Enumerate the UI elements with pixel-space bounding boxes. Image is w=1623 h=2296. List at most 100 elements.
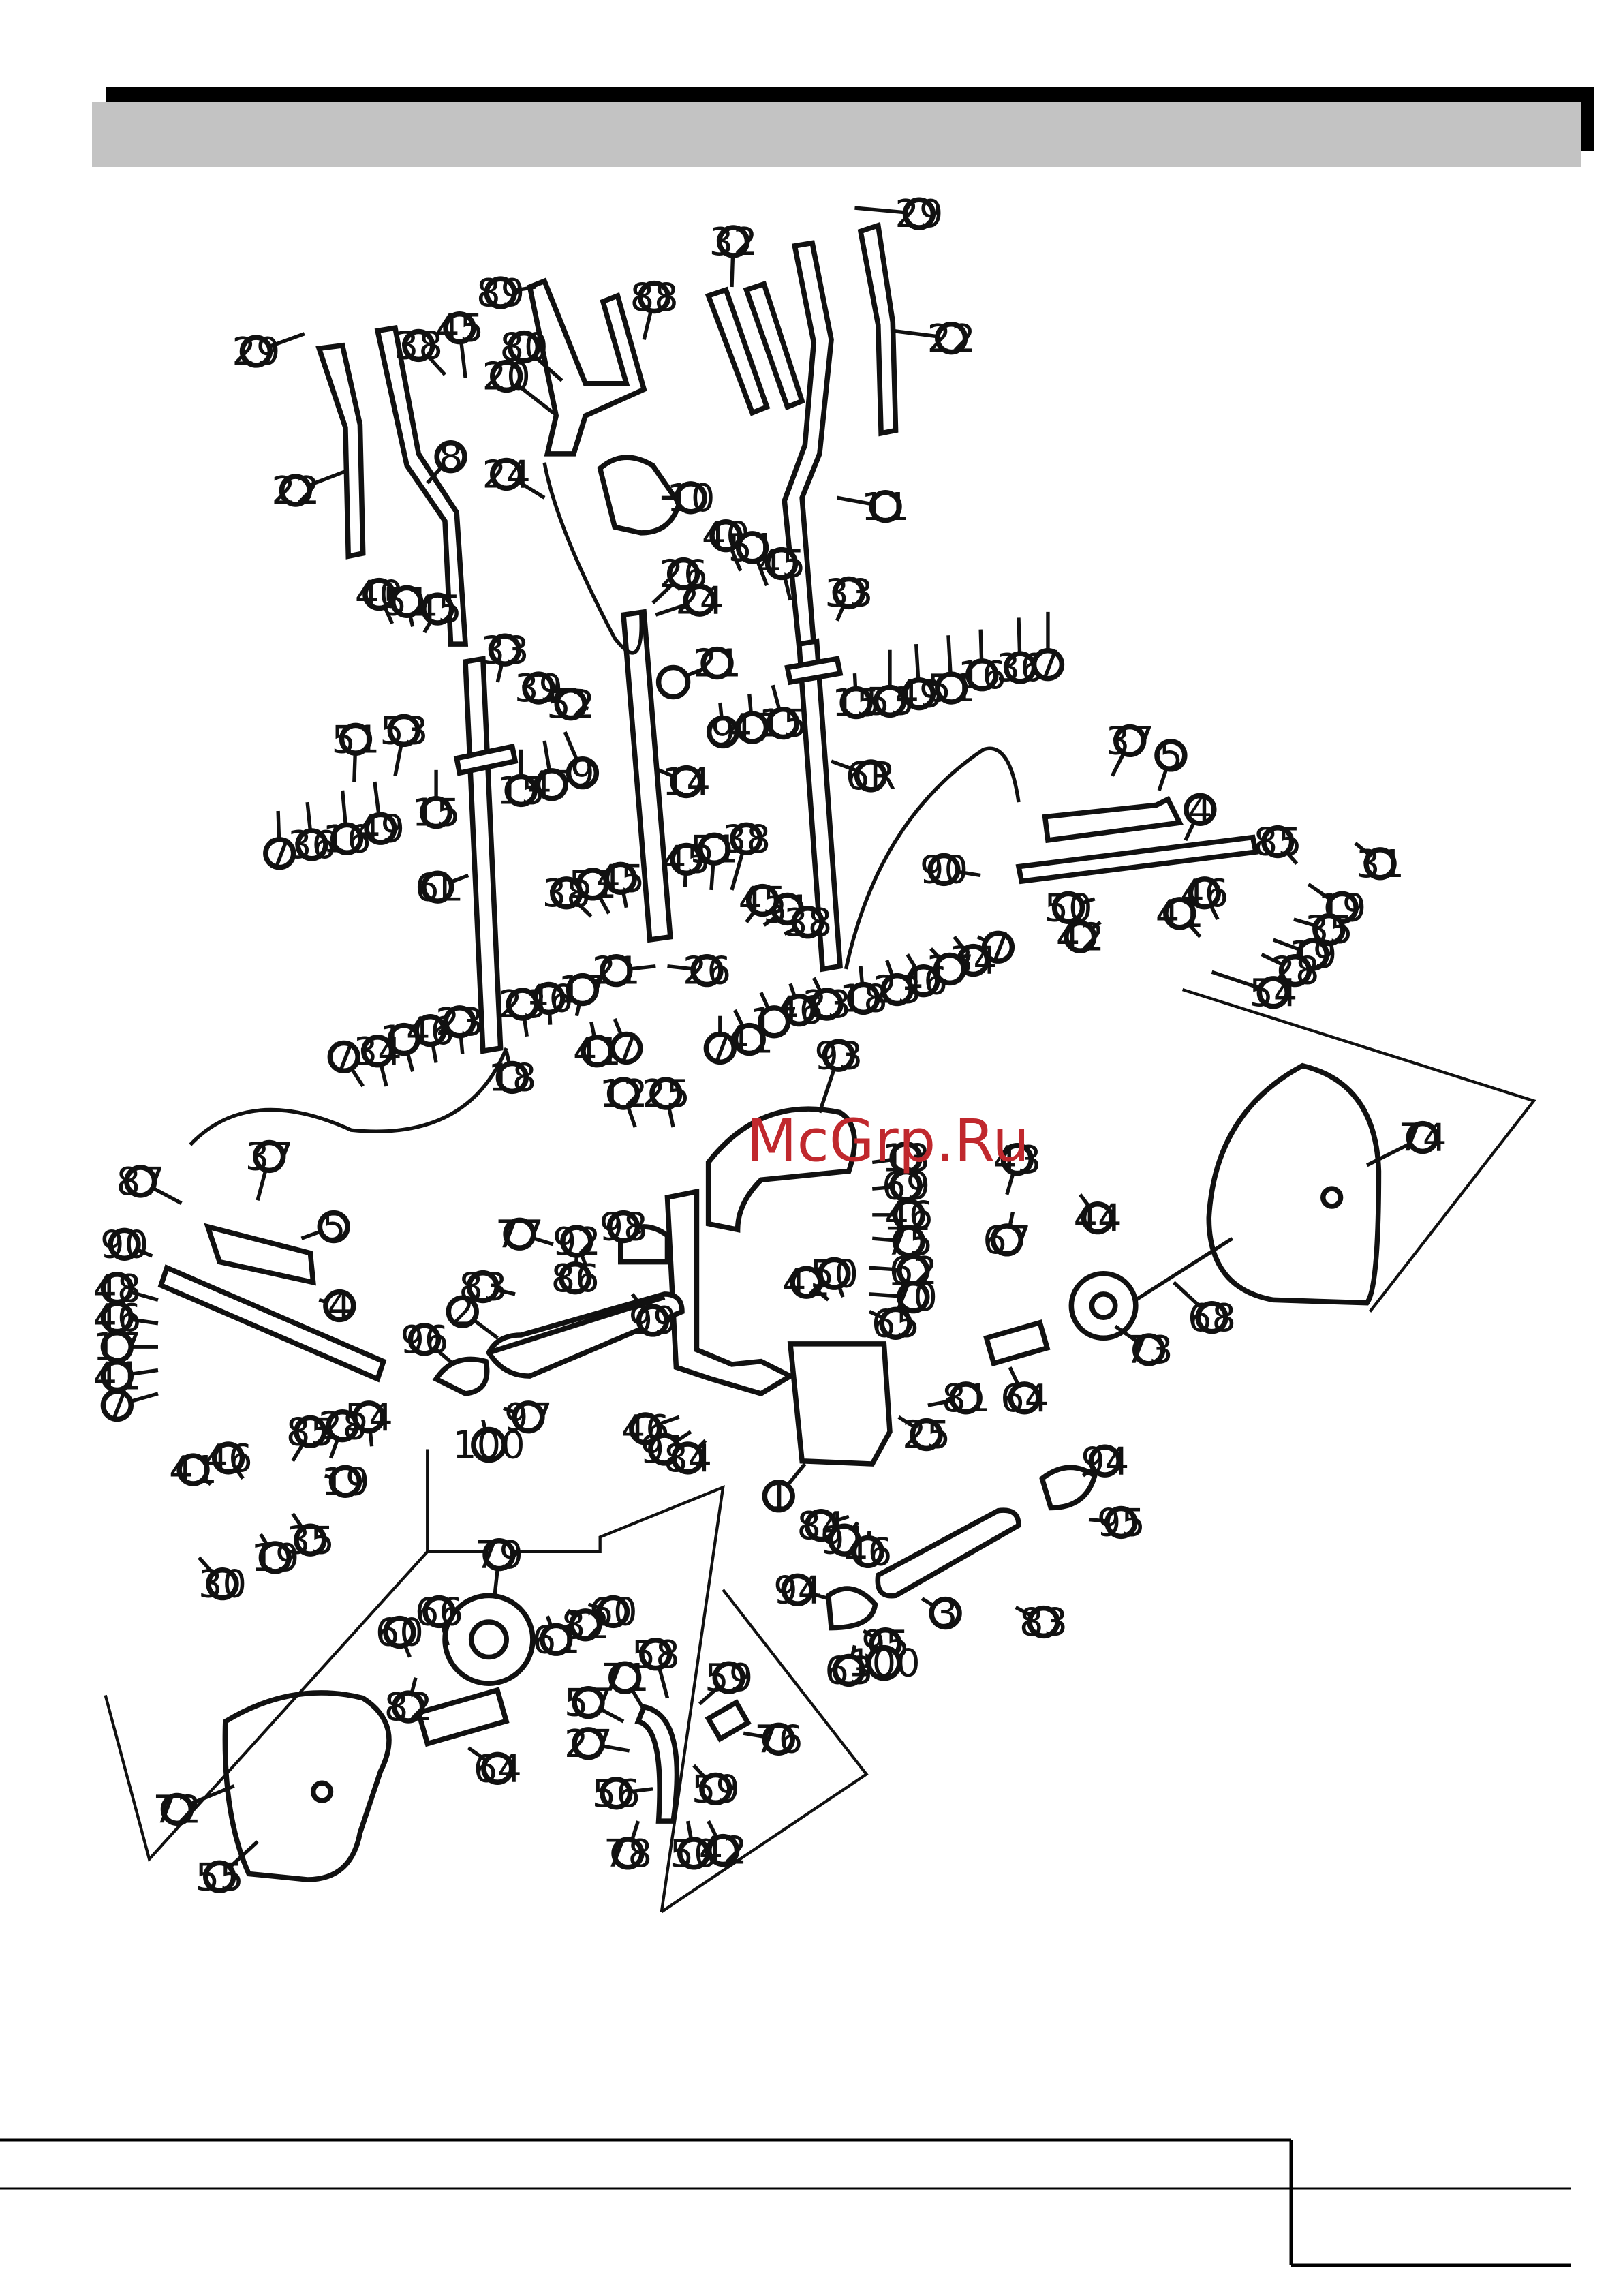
svg-text:45: 45: [435, 307, 484, 351]
callout-22: 22: [927, 317, 976, 361]
callout-44: 44: [1073, 1197, 1122, 1241]
callout-15: 15: [759, 702, 807, 746]
callout-18: 18: [839, 977, 888, 1022]
svg-text:29: 29: [232, 330, 280, 374]
callout-49: 49: [895, 673, 943, 717]
callout-89: 89: [476, 271, 525, 316]
callout-15: 15: [832, 682, 880, 726]
callout-23: 23: [498, 983, 546, 1027]
callout-leader: [129, 1290, 159, 1302]
callout-7: 7: [610, 1027, 643, 1071]
svg-text:42: 42: [699, 1829, 747, 1873]
callout-leader: [130, 1317, 159, 1326]
callout-19: 19: [321, 1460, 369, 1504]
callout-leader: [729, 547, 743, 572]
svg-text:66: 66: [415, 1591, 463, 1635]
pedal-arm-right: [1015, 834, 1259, 885]
callout-83: 83: [1019, 1601, 1068, 1645]
svg-text:4: 4: [328, 1285, 352, 1329]
callout-42: 42: [699, 1829, 747, 1873]
callout-94: 94: [1081, 1439, 1129, 1484]
callout-leader: [892, 328, 938, 339]
callout-leader: [300, 1229, 322, 1240]
callout-leader: [459, 1035, 465, 1054]
callout-65: 65: [871, 1302, 920, 1346]
callout-leader: [818, 1068, 836, 1114]
svg-text:9: 9: [570, 752, 595, 796]
sensor-cable-right: [844, 746, 1021, 970]
callout-leader: [978, 629, 984, 661]
grip-foam-2: [743, 280, 805, 411]
callout-leader: [786, 1463, 807, 1487]
svg-text:7: 7: [1036, 643, 1060, 688]
grip-foam-1: [705, 286, 771, 416]
callout-leader: [307, 470, 346, 487]
callout-leader: [658, 768, 675, 778]
svg-text:53: 53: [380, 709, 428, 753]
svg-text:16: 16: [958, 654, 1006, 698]
svg-text:57: 57: [564, 1681, 613, 1726]
callout-leader: [368, 1430, 374, 1447]
callout-7: 7: [327, 1035, 360, 1080]
callout-leader: [533, 354, 563, 382]
callout-68: 68: [1188, 1296, 1236, 1341]
callout-leader: [747, 693, 753, 714]
axle-left: [453, 744, 519, 776]
svg-text:55: 55: [196, 1855, 244, 1899]
svg-text:21: 21: [592, 949, 640, 994]
callout-64: 64: [474, 1747, 522, 1791]
callout-52: 52: [546, 683, 595, 727]
callout-leader: [732, 1009, 745, 1028]
svg-text:43: 43: [993, 1138, 1041, 1182]
callout-leader: [1261, 953, 1284, 966]
callout-28: 28: [1271, 949, 1319, 994]
callout-leader: [684, 667, 705, 678]
svg-text:85: 85: [286, 1410, 335, 1454]
callout-leader: [658, 1415, 680, 1426]
callout-leader: [426, 354, 446, 376]
callout-4: 4: [1184, 788, 1217, 832]
svg-text:46: 46: [204, 1437, 253, 1481]
callout-14: 14: [662, 761, 711, 805]
callout-leader: [707, 1820, 719, 1839]
assembly-frames: [104, 988, 1536, 1914]
svg-text:41: 41: [1156, 892, 1204, 936]
svg-text:68: 68: [1188, 1296, 1236, 1341]
callout-leader: [698, 1685, 720, 1706]
svg-text:7: 7: [268, 832, 292, 876]
svg-text:6L: 6L: [415, 866, 461, 910]
callout-18: 18: [488, 1056, 536, 1101]
svg-text:85: 85: [1254, 821, 1302, 865]
svg-text:2: 2: [450, 1290, 475, 1334]
callout-56: 56: [592, 1772, 640, 1816]
belt-link: [1134, 1236, 1234, 1302]
callout-46: 46: [775, 989, 823, 1033]
callout-leader: [472, 1318, 499, 1340]
svg-text:15: 15: [832, 682, 880, 726]
callout-leader: [352, 753, 357, 782]
callout-leader: [340, 790, 347, 825]
callout-2: 2: [446, 1290, 479, 1334]
svg-text:50: 50: [810, 1252, 859, 1296]
callout-99: 99: [628, 1299, 677, 1343]
callout-67: 67: [983, 1219, 1031, 1263]
svg-text:82: 82: [384, 1685, 433, 1730]
sensor-cable-left: [189, 1047, 508, 1146]
svg-text:44: 44: [1073, 1197, 1122, 1241]
callout-66: 66: [415, 1591, 463, 1635]
callout-leader: [198, 1556, 215, 1575]
callout-leader: [1366, 1142, 1411, 1167]
callout-72: 72: [153, 1788, 201, 1833]
callout-78: 78: [604, 1832, 652, 1876]
callout-45: 45: [414, 587, 462, 632]
svg-text:24: 24: [482, 453, 531, 498]
callout-6L: 6L: [415, 866, 461, 910]
svg-text:98: 98: [600, 1206, 648, 1250]
callout-17: 17: [750, 1000, 799, 1045]
svg-text:45: 45: [596, 857, 645, 901]
callout-15: 15: [412, 791, 461, 836]
svg-text:100: 100: [452, 1424, 525, 1468]
callout-leader: [831, 759, 859, 773]
svg-text:97: 97: [504, 1396, 553, 1440]
callout-leader: [516, 383, 555, 414]
